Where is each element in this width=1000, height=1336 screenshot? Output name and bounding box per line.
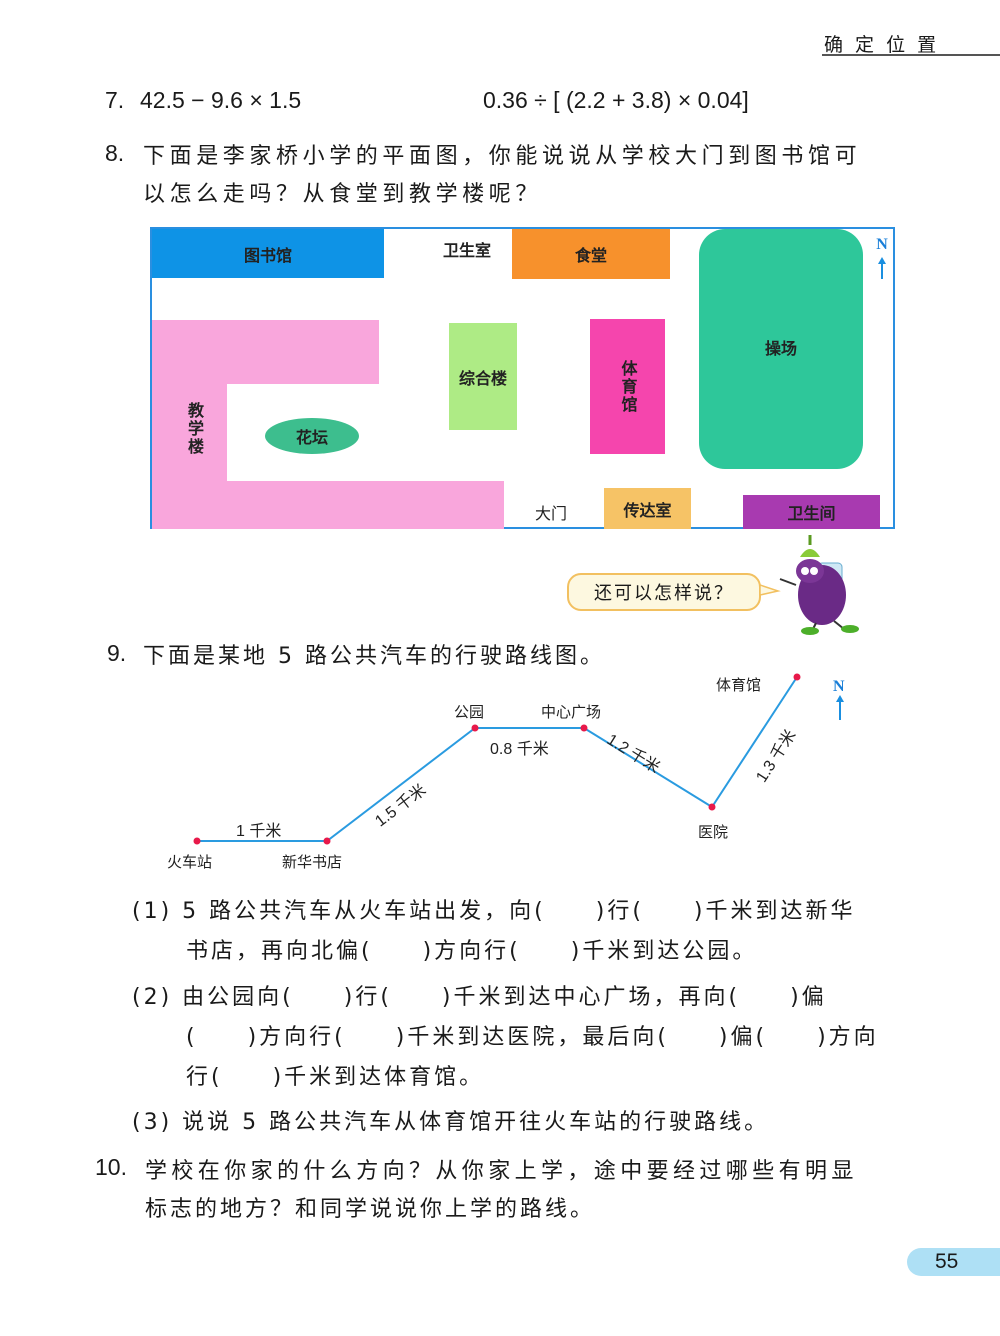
q9-sub2-line1: (2) 由公园向( )行( )千米到达中心广场，再向( )偏 bbox=[132, 985, 827, 1010]
complex-building-label: 综合楼 bbox=[458, 368, 507, 388]
eggplant-mascot-icon bbox=[760, 535, 859, 635]
stop-label-square: 中心广场 bbox=[541, 703, 602, 721]
q7-number: 7. bbox=[105, 87, 125, 113]
q10-text-line1: 学校在你家的什么方向？从你家上学，途中要经过哪些有明显 bbox=[145, 1159, 858, 1184]
stop-label-bookstore: 新华书店 bbox=[282, 853, 343, 871]
clinic-label: 卫生室 bbox=[442, 241, 491, 260]
route-north-label: N bbox=[833, 678, 845, 695]
library-label: 图书馆 bbox=[243, 245, 292, 265]
restroom-label: 卫生间 bbox=[787, 504, 836, 523]
teaching-building-label: 教学楼 bbox=[185, 402, 204, 456]
flower-bed: 花坛 bbox=[265, 418, 359, 454]
playground-block: 操场 bbox=[699, 229, 863, 469]
stop-label-hospital: 医院 bbox=[698, 823, 729, 841]
q9-sub1-line2: 书店，再向北偏( )方向行( )千米到达公园。 bbox=[186, 939, 758, 964]
q9-sub2-line3: 行( )千米到达体育馆。 bbox=[186, 1065, 485, 1090]
page-number: 55 bbox=[935, 1250, 959, 1273]
stop-label-gym: 体育馆 bbox=[716, 676, 762, 694]
q8-text-line1: 下面是李家桥小学的平面图，你能说说从学校大门到图书馆可 bbox=[143, 144, 862, 169]
restroom-block: 卫生间 bbox=[743, 495, 880, 529]
q9-sub2-line2: ( )方向行( )千米到达医院，最后向( )偏( )方向 bbox=[186, 1025, 879, 1050]
stop-label-train-station: 火车站 bbox=[167, 853, 213, 871]
stop-dot-bookstore bbox=[323, 837, 331, 845]
library-block: 图书馆 bbox=[152, 229, 384, 278]
q9-title: 下面是某地 5 路公共汽车的行驶路线图。 bbox=[143, 644, 605, 669]
north-arrow-head-icon bbox=[878, 257, 886, 264]
stop-dot-park bbox=[471, 724, 479, 732]
school-map: 图书馆 卫生室 食堂 操场 N 教学楼 花坛 综合楼 体育馆 大门 传达室 卫生… bbox=[150, 227, 895, 529]
q8-number: 8. bbox=[105, 140, 125, 166]
page-number-tab bbox=[907, 1248, 1000, 1276]
q10-text-line2: 标志的地方？和同学说说你上学的路线。 bbox=[145, 1197, 596, 1222]
gate-label: 大门 bbox=[534, 504, 567, 523]
flower-bed-label: 花坛 bbox=[295, 428, 328, 447]
q8-text-line2: 以怎么走吗？从食堂到教学楼呢？ bbox=[143, 182, 543, 207]
reception-label: 传达室 bbox=[623, 500, 672, 520]
stop-dot-square bbox=[580, 724, 588, 732]
distance-label-3: 0.8 千米 bbox=[490, 741, 549, 758]
canteen-label: 食堂 bbox=[574, 246, 607, 265]
stop-label-park: 公园 bbox=[454, 703, 485, 721]
q9-sub1-line1: (1) 5 路公共汽车从火车站出发，向( )行( )千米到达新华 bbox=[132, 899, 856, 924]
teaching-building-bottom bbox=[152, 481, 504, 529]
north-arrow-icon bbox=[881, 259, 883, 279]
q7-expression-1: 42.5 − 9.6 × 1.5 bbox=[140, 87, 302, 113]
reception-block: 传达室 bbox=[604, 488, 691, 529]
speech-bubble-text: 还可以怎样说？ bbox=[594, 583, 734, 604]
q10-number: 10. bbox=[95, 1154, 127, 1180]
stop-dot-hospital bbox=[708, 803, 716, 811]
playground-label: 操场 bbox=[764, 339, 797, 358]
header-rule bbox=[822, 54, 1000, 56]
canteen-block: 食堂 bbox=[512, 229, 670, 279]
q7-expression-2: 0.36 ÷ [ (2.2 + 3.8) × 0.04] bbox=[483, 87, 749, 113]
speech-bubble: 还可以怎样说？ bbox=[567, 573, 761, 611]
complex-building-block: 综合楼 bbox=[449, 323, 517, 430]
section-title: 确 定 位 置 bbox=[824, 34, 940, 56]
q9-number: 9. bbox=[107, 640, 127, 666]
q9-sub3: (3) 说说 5 路公共汽车从体育馆开往火车站的行驶路线。 bbox=[132, 1110, 770, 1135]
route-line bbox=[197, 676, 798, 842]
stop-dot-gym bbox=[793, 673, 801, 681]
gym-block: 体育馆 bbox=[590, 319, 665, 454]
gym-label: 体育馆 bbox=[618, 359, 638, 414]
stop-dot-train-station bbox=[193, 837, 201, 845]
bus-route-diagram bbox=[193, 673, 844, 845]
north-label: N bbox=[876, 236, 888, 253]
distance-label-1: 1 千米 bbox=[236, 823, 282, 840]
